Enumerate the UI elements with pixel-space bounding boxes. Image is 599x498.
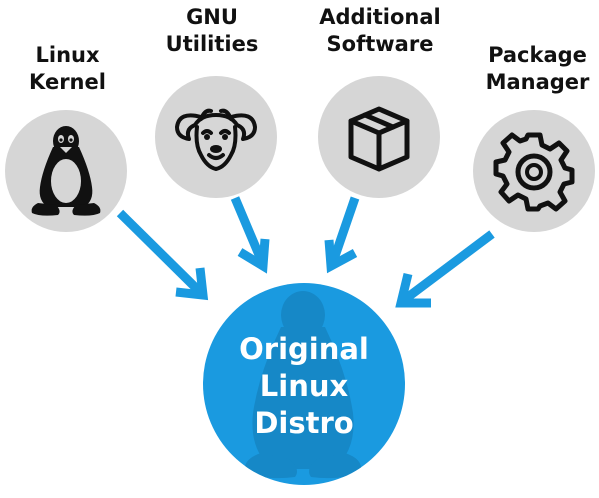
hub-title: Original Linux Distro: [239, 332, 369, 440]
linux-kernel-node: [5, 110, 127, 232]
additional-software-node: [318, 76, 440, 198]
arrow-package-to-distro: [395, 230, 495, 308]
arrow-gnu-to-distro: [230, 196, 270, 274]
arrow-software-to-distro: [324, 196, 360, 274]
label-gnu-utilities: GNU Utilities: [165, 5, 259, 56]
label-additional-software: Additional Software: [319, 5, 441, 56]
tux-penguin-icon: [244, 291, 362, 479]
gear-icon: [493, 132, 575, 212]
original-linux-distro-hub: Original Linux Distro: [203, 283, 405, 485]
label-package-manager: Package Manager: [485, 43, 590, 94]
package-manager-node: [473, 110, 595, 232]
arrow-kernel-to-distro: [116, 209, 209, 301]
label-linux-kernel: Linux Kernel: [29, 43, 106, 94]
gnu-head-icon: [175, 108, 257, 171]
box-icon: [348, 106, 410, 172]
gnu-utilities-node: [155, 76, 277, 198]
tux-penguin-icon: [31, 126, 101, 216]
